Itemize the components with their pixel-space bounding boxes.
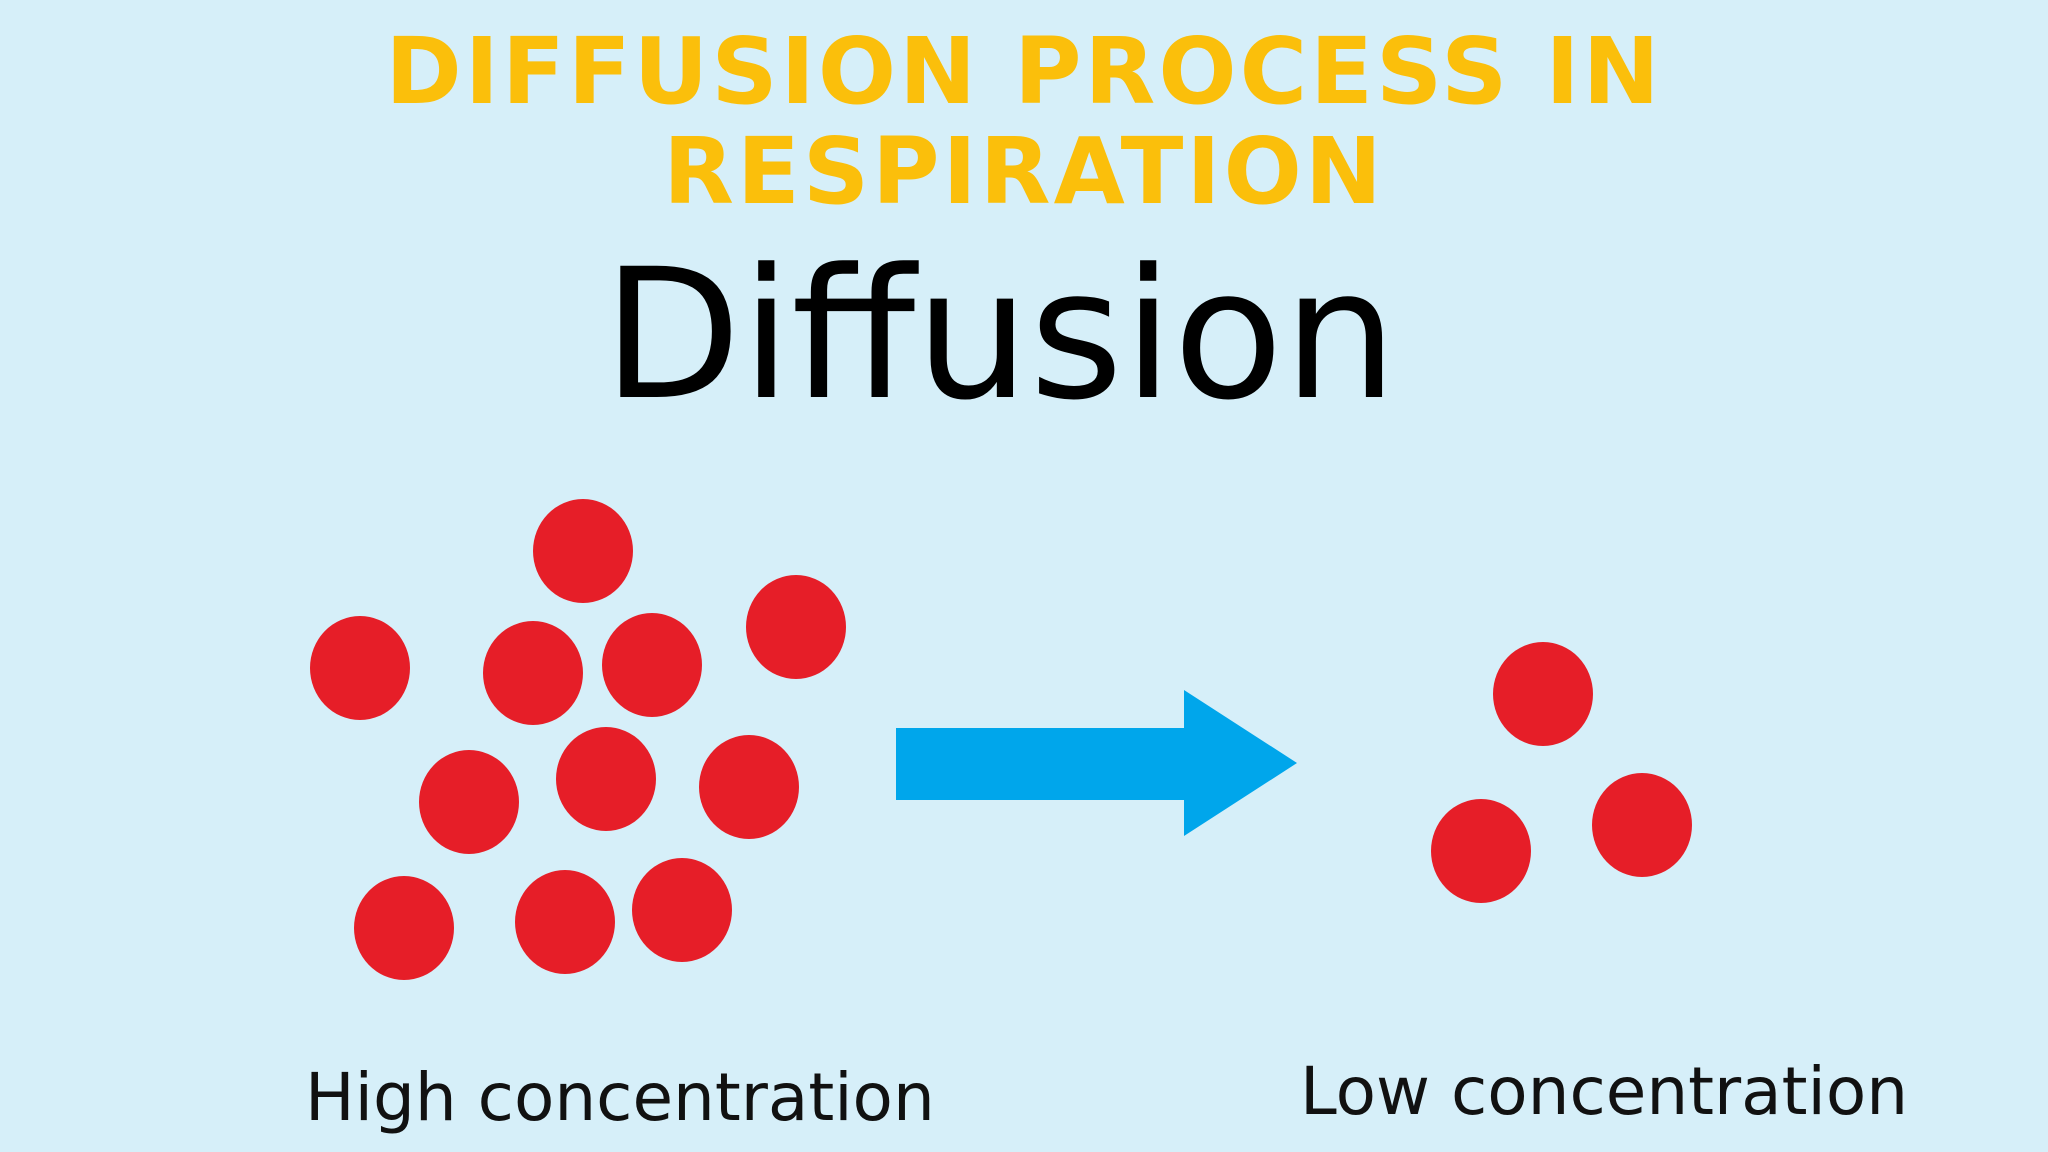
particle	[632, 858, 732, 962]
particle	[602, 613, 702, 717]
particle	[483, 621, 583, 725]
particle	[419, 750, 519, 854]
diffusion-arrow-icon	[896, 690, 1297, 836]
page-title-line-2: RESPIRATION	[663, 118, 1385, 225]
page-title-line-1: DIFFUSION PROCESS IN	[385, 18, 1663, 125]
low-concentration-particles	[1431, 642, 1692, 903]
particle	[1493, 642, 1593, 746]
particle	[515, 870, 615, 974]
diffusion-heading: Diffusion	[602, 231, 1398, 440]
high-concentration-label: High concentration	[305, 1059, 935, 1136]
particle	[1592, 773, 1692, 877]
particle	[699, 735, 799, 839]
particle	[746, 575, 846, 679]
low-concentration-label: Low concentration	[1300, 1053, 1909, 1130]
particle	[533, 499, 633, 603]
particle	[354, 876, 454, 980]
particle	[556, 727, 656, 831]
particle	[1431, 799, 1531, 903]
high-concentration-particles	[310, 499, 846, 980]
particle	[310, 616, 410, 720]
